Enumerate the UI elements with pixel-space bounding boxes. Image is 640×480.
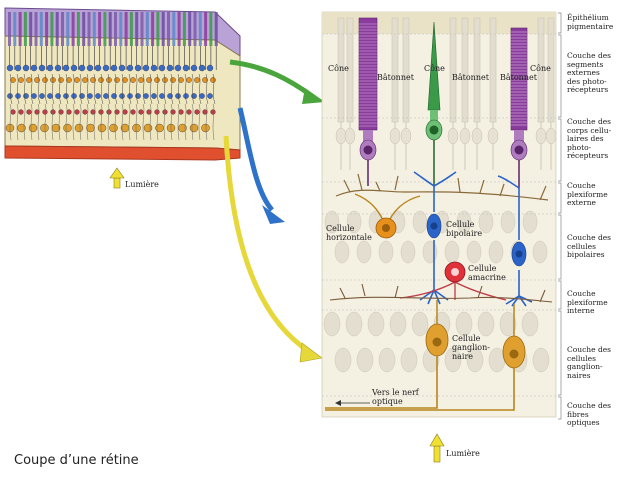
figure-caption: Coupe d’une rétine <box>14 453 139 468</box>
cone-left <box>358 17 378 186</box>
label-bipolar-cell: Cellule bipolaire <box>446 220 483 238</box>
thumbnail-cell-rows <box>5 64 216 141</box>
layer-label-7: Couche des fibres optiques <box>567 401 612 427</box>
yellow-arrow <box>223 135 323 363</box>
label-cone-mid: Cône <box>424 64 445 73</box>
cone-right <box>510 27 528 188</box>
bipolar-cell-right <box>497 175 533 307</box>
light-arrow-bottom <box>429 433 445 463</box>
layer-label-5: Couche plexiforme interne <box>567 289 608 315</box>
bipolar-cell-left <box>413 171 457 305</box>
label-rod-mid: Bâtonnet <box>452 73 489 82</box>
layer-label-2: Couche des corps cellu- laires des photo… <box>567 117 612 160</box>
label-cone-right: Cône <box>530 64 551 73</box>
layer-label-0: Épithélium pigmentaire <box>567 13 614 31</box>
ganglion-cell-left <box>325 300 449 409</box>
light-arrow-left <box>109 167 125 189</box>
light-label-left: Lumière <box>125 180 159 189</box>
label-rod-left: Bâtonnet <box>377 73 414 82</box>
optic-nerve-arrow <box>335 400 370 406</box>
label-cone-left: Cône <box>328 64 349 73</box>
layer-label-1: Couche des segments externes des photo- … <box>567 51 612 94</box>
layer-dividers <box>322 33 556 397</box>
horizontal-cell <box>354 193 421 239</box>
label-amacrine-cell: Cellule amacrine <box>468 264 506 282</box>
label-horizontal-cell: Cellule horizontale <box>326 224 372 242</box>
layer-label-3: Couche plexiforme externe <box>567 181 608 207</box>
inner-plexiform-fibers <box>329 283 553 303</box>
amacrine-cell <box>399 261 507 301</box>
label-ganglion-cell: Cellule ganglion- naire <box>452 334 490 361</box>
outer-plexiform-fibers <box>335 173 549 201</box>
label-optic-nerve: Vers le nerf optique <box>372 388 419 406</box>
blue-arrow <box>237 107 285 224</box>
layer-brackets <box>558 12 562 420</box>
layer-label-6: Couche des cellules ganglion- naires <box>567 345 612 380</box>
green-arrow <box>229 59 325 104</box>
ganglion-cell-right <box>325 304 526 411</box>
label-rod-right: Bâtonnet <box>500 73 537 82</box>
layer-label-4: Couche des cellules bipolaires <box>567 233 612 259</box>
light-label-bottom: Lumière <box>446 449 480 458</box>
retina-section-thumbnail <box>4 7 241 161</box>
cone-mid <box>425 21 443 186</box>
